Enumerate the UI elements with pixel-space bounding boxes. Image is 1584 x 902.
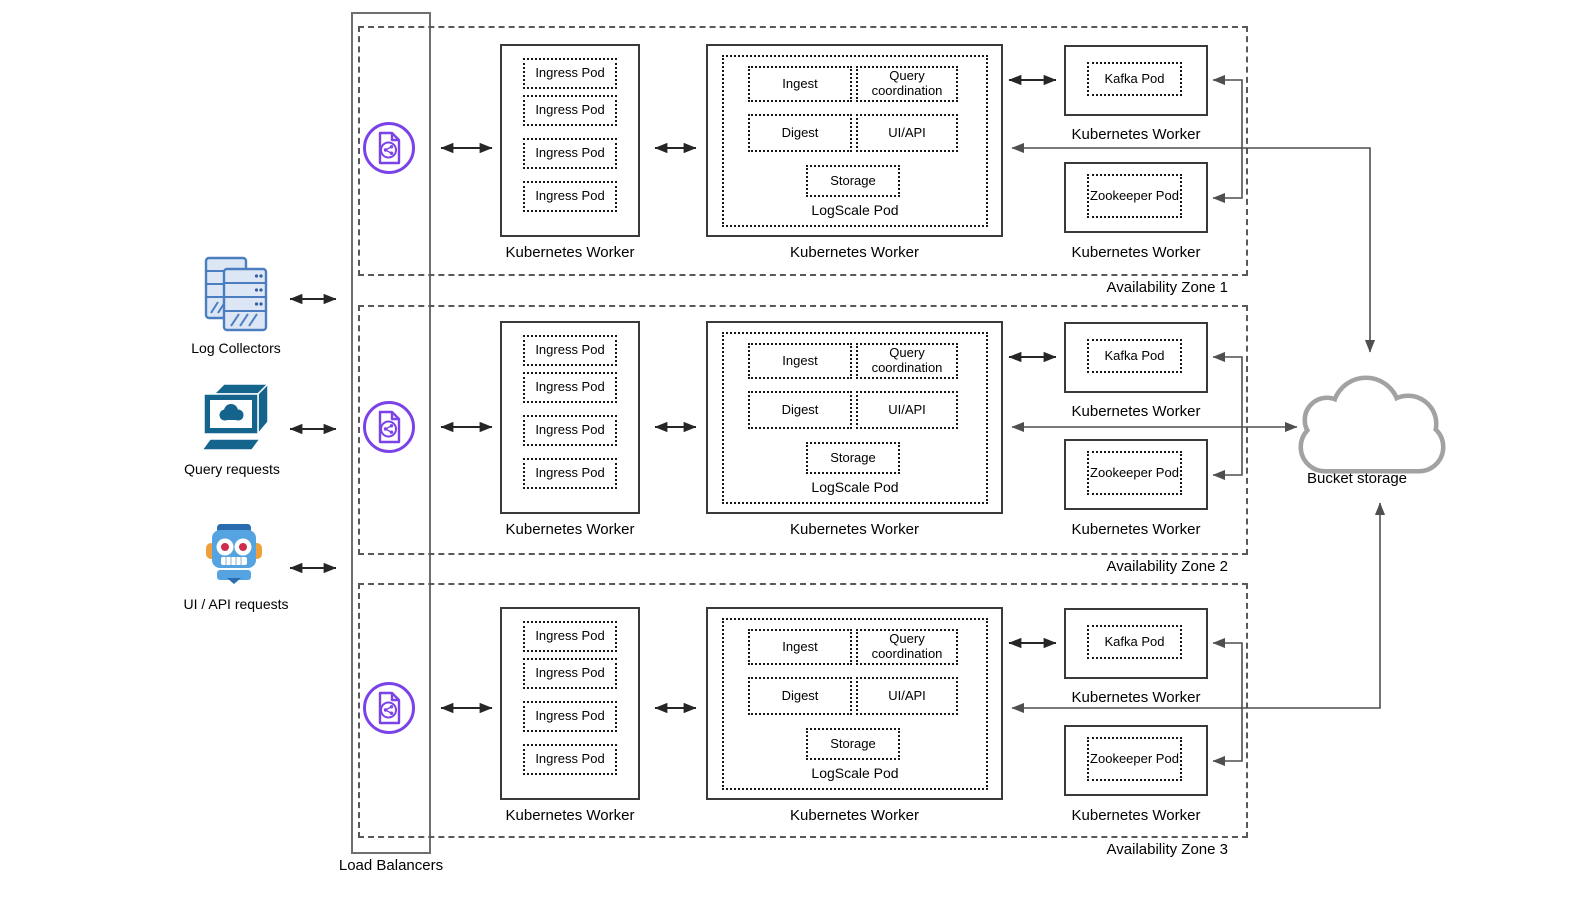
storage-pod: Storage [806, 728, 900, 760]
load-balancer-icon [361, 680, 417, 741]
ingress-pod: Ingress Pod [523, 658, 617, 689]
ingress-pod: Ingress Pod [523, 138, 617, 169]
ingress-pod: Ingress Pod [523, 372, 617, 403]
ingress-pod: Ingress Pod [523, 181, 617, 212]
digest-pod: Digest [748, 391, 852, 429]
bucket-storage-label: Bucket storage [1306, 470, 1408, 487]
availability-zone-1-label: Availability Zone 1 [1106, 279, 1228, 296]
server-stack-icon [204, 256, 268, 332]
ingress-pod: Ingress Pod [523, 335, 617, 366]
load-balancer-icon [361, 120, 417, 181]
ui-api-pod: UI/API [856, 677, 958, 715]
query-requests-label: Query requests [184, 461, 280, 477]
zookeeper-worker-label: Kubernetes Worker [1071, 807, 1201, 824]
logscale-worker-label: Kubernetes Worker [790, 244, 919, 261]
logscale-pod-label: LogScale Pod [811, 479, 899, 495]
robot-icon [206, 524, 262, 584]
zookeeper-worker-label: Kubernetes Worker [1071, 521, 1201, 538]
digest-pod: Digest [748, 114, 852, 152]
ingress-worker-label: Kubernetes Worker [505, 521, 635, 538]
kafka-worker-label: Kubernetes Worker [1071, 689, 1201, 706]
zookeeper-pod: Zookeeper Pod [1087, 451, 1182, 495]
load-balancers-box [351, 12, 431, 854]
zookeeper-pod: Zookeeper Pod [1087, 737, 1182, 781]
logscale-worker-label: Kubernetes Worker [790, 807, 919, 824]
availability-zone-3-label: Availability Zone 3 [1106, 841, 1228, 858]
logscale-worker-label: Kubernetes Worker [790, 521, 919, 538]
zookeeper-worker-label: Kubernetes Worker [1071, 244, 1201, 261]
ingress-pod: Ingress Pod [523, 458, 617, 489]
query-coordination-pod: Query coordination [856, 66, 958, 102]
ingest-pod: Ingest [748, 629, 852, 665]
kafka-pod: Kafka Pod [1087, 339, 1182, 373]
cloud-icon [1298, 375, 1446, 474]
ingress-pod: Ingress Pod [523, 701, 617, 732]
logscale-pod-label: LogScale Pod [811, 765, 899, 781]
storage-pod: Storage [806, 442, 900, 474]
kafka-worker-label: Kubernetes Worker [1071, 403, 1201, 420]
ui-api-pod: UI/API [856, 114, 958, 152]
ingress-pod: Ingress Pod [523, 58, 617, 89]
ingress-pod: Ingress Pod [523, 744, 617, 775]
zookeeper-pod: Zookeeper Pod [1087, 174, 1182, 218]
digest-pod: Digest [748, 677, 852, 715]
ingress-pod: Ingress Pod [523, 95, 617, 126]
ui-api-pod: UI/API [856, 391, 958, 429]
log-collectors-label: Log Collectors [191, 340, 281, 356]
logscale-pod-label: LogScale Pod [811, 202, 899, 218]
query-coordination-pod: Query coordination [856, 629, 958, 665]
query-coordination-pod: Query coordination [856, 343, 958, 379]
ingest-pod: Ingest [748, 343, 852, 379]
storage-pod: Storage [806, 165, 900, 197]
ingress-pod: Ingress Pod [523, 621, 617, 652]
load-balancer-icon [361, 399, 417, 460]
kafka-pod: Kafka Pod [1087, 625, 1182, 659]
availability-zone-2-label: Availability Zone 2 [1106, 558, 1228, 575]
ingress-worker-label: Kubernetes Worker [505, 244, 635, 261]
query-terminal-icon [200, 382, 272, 452]
ingress-pod: Ingress Pod [523, 415, 617, 446]
kafka-pod: Kafka Pod [1087, 62, 1182, 96]
load-balancers-label: Load Balancers [338, 857, 444, 874]
ingest-pod: Ingest [748, 66, 852, 102]
ui-api-requests-label: UI / API requests [183, 596, 289, 612]
kafka-worker-label: Kubernetes Worker [1071, 126, 1201, 143]
ingress-worker-label: Kubernetes Worker [505, 807, 635, 824]
